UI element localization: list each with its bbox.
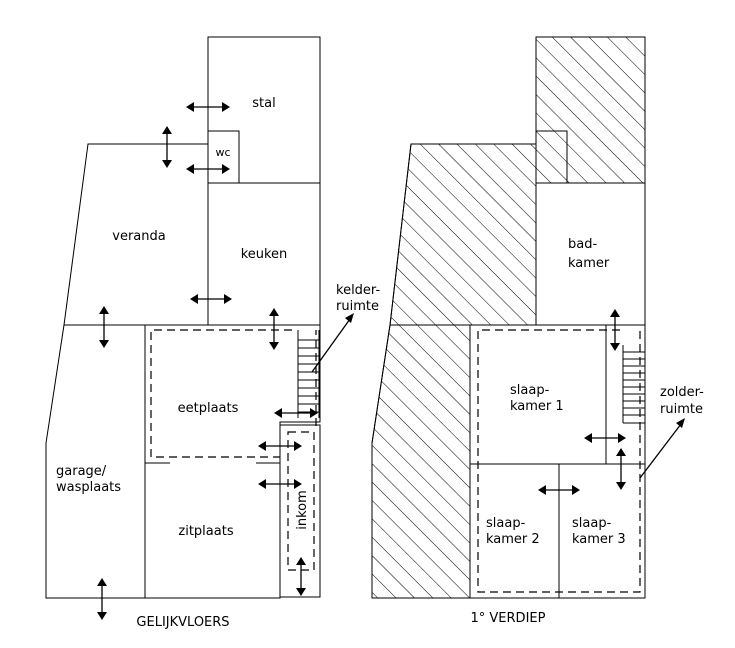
double-arrow-icon [186, 102, 230, 112]
floor-title-ground: GELIJKVLOERS [136, 615, 229, 630]
ground-floor-outline [45, 36, 321, 599]
inkom-box [279, 424, 321, 598]
room-label-slaapkamer2-2: kamer 2 [486, 532, 540, 547]
dashed-eetplaats [150, 329, 292, 458]
wc-box [207, 130, 240, 184]
callout-label-zolder-1: zolder- [660, 385, 704, 400]
double-arrow-icon [616, 448, 626, 490]
room-label-garage-1: garage/ [56, 464, 107, 479]
room-label-slaapkamer2-1: slaap- [486, 516, 526, 531]
double-arrow-icon [296, 557, 306, 596]
room-label-veranda: veranda [112, 229, 165, 244]
double-arrow-icon [538, 485, 580, 495]
room-label-badkamer-1: bad- [568, 237, 597, 252]
room-label-eetplaats: eetplaats [178, 401, 239, 416]
callout-label-zolder-2: ruimte [660, 402, 703, 417]
double-arrow-icon [258, 441, 302, 451]
double-arrow-icon [610, 309, 620, 351]
room-label-slaapkamer1-1: slaap- [510, 383, 550, 398]
zoldercallout-arrowhead [676, 418, 685, 428]
hatched-top-area [535, 36, 646, 184]
room-label-wc: wc [215, 146, 230, 159]
keldercallout-leader [311, 318, 351, 373]
ground-floor-plan: stal wc veranda keuken eetplaats garage/… [45, 36, 380, 630]
double-arrow-icon [190, 294, 232, 304]
floor-title-first: 1° VERDIEP [471, 611, 546, 626]
dashed-first-floor [477, 329, 641, 593]
stairs-ground [297, 330, 320, 418]
room-label-keuken: keuken [241, 247, 288, 262]
double-arrow-icon [584, 433, 626, 443]
callout-label-kelder-2: ruimte [336, 299, 379, 314]
double-arrow-icon [274, 408, 318, 418]
room-label-garage-2: wasplaats [56, 480, 121, 495]
room-label-slaapkamer3-2: kamer 3 [572, 532, 626, 547]
room-label-inkom: inkom [295, 490, 310, 530]
first-floor-plan: bad- kamer slaap- kamer 1 slaap- kamer 2… [371, 36, 704, 626]
callout-label-kelder-1: kelder- [336, 283, 380, 298]
first-floor-outline [371, 36, 646, 599]
double-arrow-icon [269, 308, 279, 350]
double-arrows [97, 102, 626, 620]
room-label-slaapkamer3-1: slaap- [572, 516, 612, 531]
double-arrow-icon [97, 578, 107, 620]
double-arrow-icon [258, 479, 302, 489]
room-label-badkamer-2: kamer [568, 256, 610, 271]
room-label-stal: stal [252, 96, 275, 111]
small-box-first [535, 130, 568, 184]
double-arrow-icon [162, 126, 172, 168]
double-arrow-icon [99, 306, 109, 348]
room-label-slaapkamer1-2: kamer 1 [510, 399, 564, 414]
keldercallout-arrowhead [345, 313, 354, 323]
zoldercallout-leader [639, 423, 682, 479]
double-arrow-icon [186, 164, 230, 174]
stairs-first [622, 345, 646, 424]
room-label-zitplaats: zitplaats [178, 524, 233, 539]
